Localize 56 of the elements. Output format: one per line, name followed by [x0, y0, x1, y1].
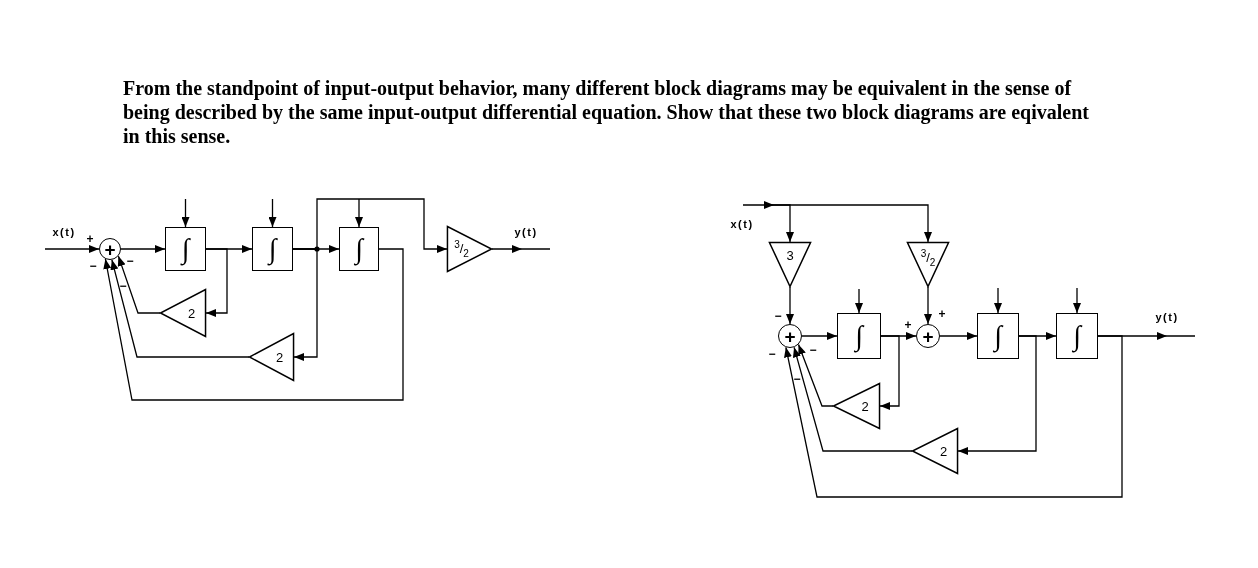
sign-label: − [793, 373, 801, 385]
signal-arrow [117, 255, 161, 314]
signal-arrow [44, 245, 100, 253]
signal-arrow [786, 286, 794, 325]
signal-arrow [742, 204, 794, 243]
signal-arrow [110, 259, 250, 358]
signal-arrow [205, 248, 228, 317]
signal-arrow [491, 245, 551, 253]
signal-arrow [855, 288, 863, 314]
signal-arrow [292, 248, 318, 361]
signal-arrow [181, 198, 190, 228]
gain-triangle: 2 [912, 428, 958, 474]
sign-label: − [126, 255, 134, 267]
signal-arrow [120, 245, 166, 253]
signal-arrow [957, 335, 1037, 455]
signal-arrow [784, 335, 1123, 498]
sign-label: + [904, 319, 912, 331]
sign-label: − [768, 348, 776, 360]
gain-triangle: $^{3}$/$_{2}$ [907, 242, 949, 287]
sign-label: − [119, 280, 127, 292]
signal-label: x(t) [730, 218, 754, 230]
sign-label: + [938, 308, 946, 320]
integrator-block: ∫ [1056, 313, 1098, 359]
signal-label: x(t) [52, 226, 76, 238]
signal-arrow [355, 198, 363, 228]
sign-label: − [89, 260, 97, 272]
signal-label: y(t) [1155, 311, 1179, 323]
gain-triangle: 3 [769, 242, 811, 287]
signal-arrow [801, 332, 838, 340]
sign-label: − [774, 310, 782, 322]
signal-arrow [879, 335, 900, 410]
sign-label: + [86, 233, 94, 245]
gain-triangle: 2 [160, 289, 206, 337]
signal-arrow [924, 286, 932, 325]
signal-arrow [764, 201, 932, 243]
signal-arrow [797, 343, 834, 407]
summing-junction: + [916, 324, 940, 348]
integrator-block: ∫ [977, 313, 1019, 359]
signal-label: y(t) [514, 226, 538, 238]
gain-triangle: 2 [249, 333, 294, 381]
summing-junction: + [99, 238, 121, 260]
signal-arrow [792, 346, 913, 452]
signal-arrow [1073, 287, 1081, 314]
signal-arrow [994, 287, 1002, 314]
problem-statement: From the standpoint of input-output behavior, many different block diagrams may be equivalent in the sense of being described by the same input-output differential equation. Show that these two block diagrams are eqivalent in this sense. [123, 76, 1090, 148]
signal-arrow [103, 248, 404, 401]
signal-arrow [268, 198, 277, 228]
integrator-block: ∫ [339, 227, 379, 271]
integrator-block: ∫ [165, 227, 206, 271]
gain-triangle: $^{3}$/$_{2}$ [447, 226, 492, 272]
integrator-block: ∫ [837, 313, 881, 359]
sign-label: − [809, 344, 817, 356]
integrator-block: ∫ [252, 227, 293, 271]
gain-triangle: 2 [833, 383, 880, 429]
summing-junction: + [778, 324, 802, 348]
signal-arrow [939, 332, 978, 340]
